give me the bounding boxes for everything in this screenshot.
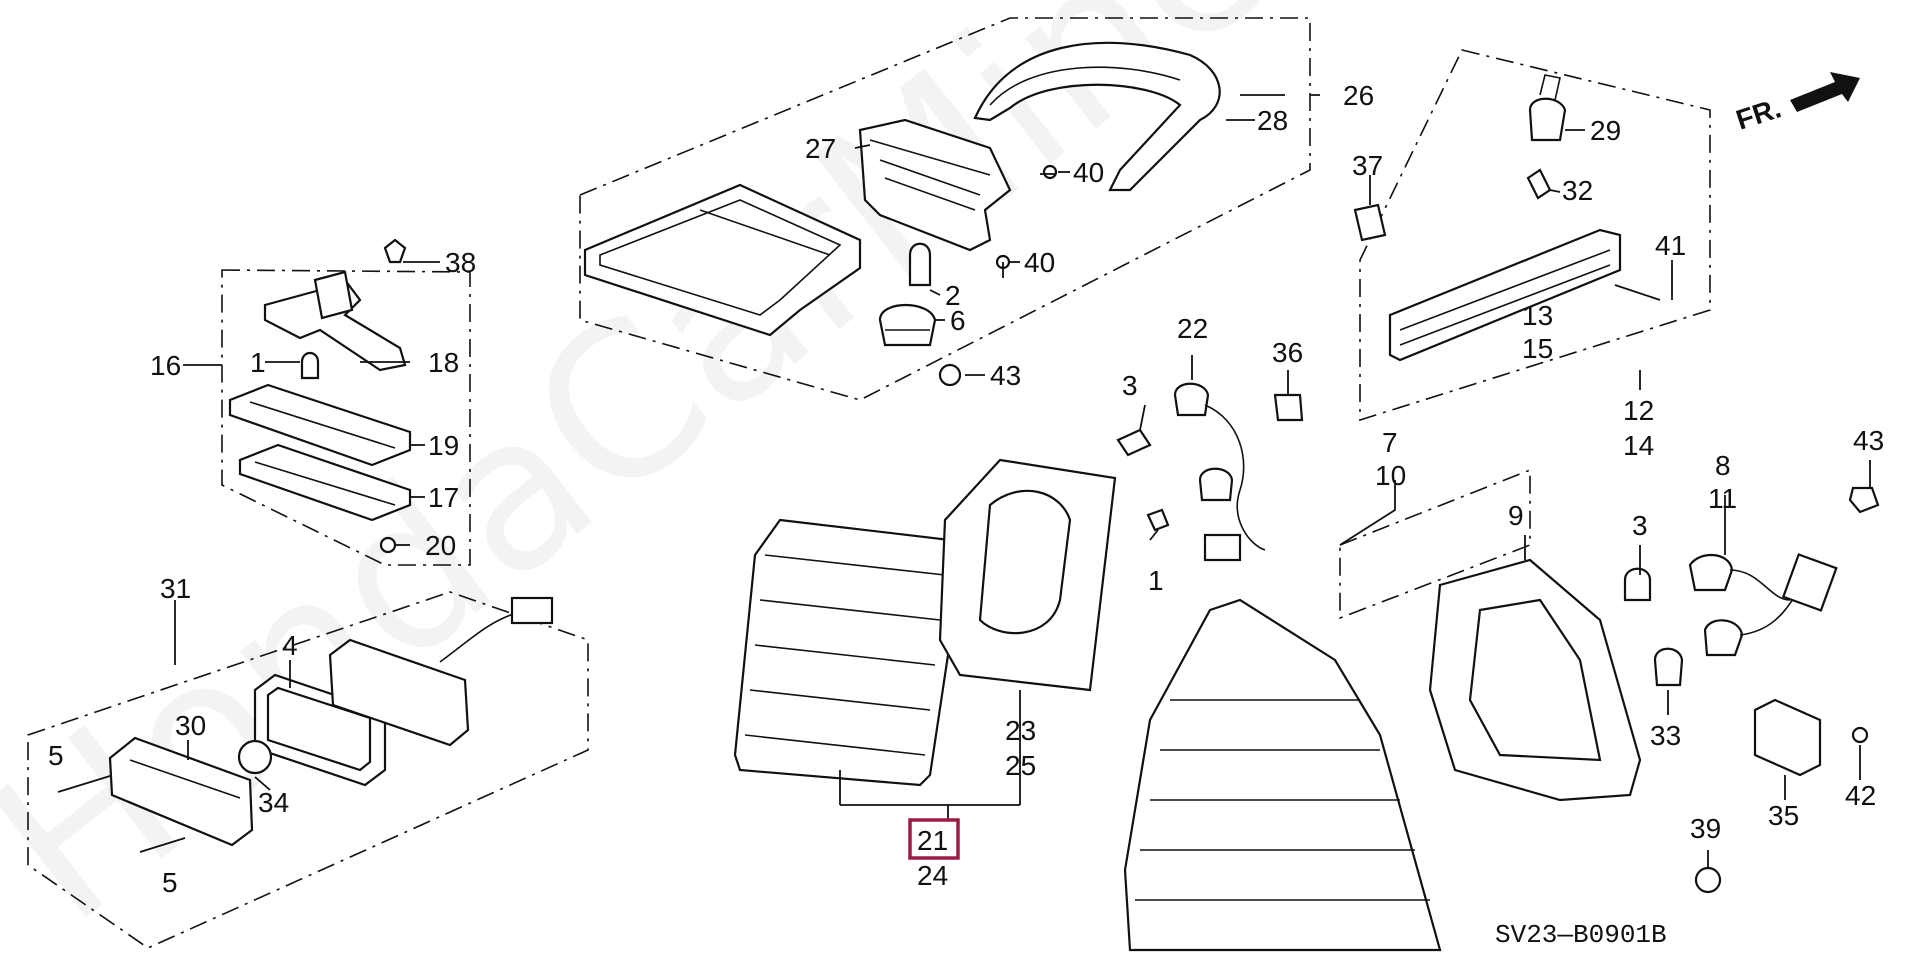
label-22[interactable]: 22 bbox=[1177, 313, 1208, 344]
screw-40a bbox=[1040, 164, 1058, 180]
bulb-3a bbox=[1116, 428, 1152, 457]
label-7[interactable]: 7 bbox=[1382, 427, 1398, 458]
group-outline-26 bbox=[579, 17, 1311, 401]
diagram-code: SV23—B0901B bbox=[1495, 920, 1667, 950]
socket-8 bbox=[1688, 553, 1838, 657]
socket-6 bbox=[878, 303, 937, 347]
label-31[interactable]: 31 bbox=[160, 573, 191, 604]
tail-light-gasket-9 bbox=[1428, 558, 1642, 802]
bulb-34 bbox=[237, 739, 273, 775]
clip-43b bbox=[1848, 486, 1880, 514]
socket-22 bbox=[1173, 382, 1266, 562]
label-10[interactable]: 10 bbox=[1375, 460, 1406, 491]
label-8[interactable]: 8 bbox=[1715, 450, 1731, 481]
label-39[interactable]: 39 bbox=[1690, 813, 1721, 844]
inner-tail-light-lens bbox=[733, 518, 962, 787]
label-40a[interactable]: 40 bbox=[1073, 157, 1104, 188]
label-32[interactable]: 32 bbox=[1562, 175, 1593, 206]
clip-36 bbox=[1273, 393, 1304, 422]
screw-41 bbox=[1614, 284, 1661, 301]
clip-39 bbox=[1694, 866, 1722, 894]
screw-40b bbox=[995, 254, 1011, 278]
label-16[interactable]: 16 bbox=[150, 350, 181, 381]
label-6[interactable]: 6 bbox=[950, 305, 966, 336]
unit-35 bbox=[1753, 698, 1822, 777]
front-direction-arrow bbox=[1790, 72, 1860, 112]
license-light-lens-19 bbox=[228, 383, 412, 467]
label-25[interactable]: 25 bbox=[1005, 750, 1036, 781]
label-20[interactable]: 20 bbox=[425, 530, 456, 561]
label-11[interactable]: 11 bbox=[1708, 483, 1737, 514]
leader-lines bbox=[174, 94, 1871, 868]
label-41[interactable]: 41 bbox=[1655, 230, 1686, 261]
clip-43a bbox=[938, 363, 962, 387]
label-14[interactable]: 14 bbox=[1623, 430, 1654, 461]
high-mount-stop-light-base bbox=[583, 183, 862, 337]
label-15[interactable]: 15 bbox=[1522, 333, 1553, 364]
label-43b[interactable]: 43 bbox=[1853, 425, 1884, 456]
label-5a[interactable]: 5 bbox=[48, 740, 64, 771]
inner-tail-gasket-23 bbox=[938, 458, 1117, 692]
label-42[interactable]: 42 bbox=[1845, 780, 1876, 811]
clip-38 bbox=[383, 238, 407, 264]
screw-5b bbox=[139, 837, 186, 853]
label-33[interactable]: 33 bbox=[1650, 720, 1681, 751]
bulb-3b bbox=[1623, 567, 1652, 602]
clip-37 bbox=[1353, 203, 1387, 242]
label-24[interactable]: 24 bbox=[917, 860, 948, 891]
part-labels: 26 28 27 40 40 2 6 43 38 16 1 18 19 17 2… bbox=[48, 80, 1884, 898]
highlight-box-21 bbox=[908, 818, 960, 860]
bulb-1b bbox=[1146, 508, 1170, 532]
label-40b[interactable]: 40 bbox=[1024, 247, 1055, 278]
screw-42 bbox=[1851, 726, 1869, 744]
label-26[interactable]: 26 bbox=[1343, 80, 1374, 111]
screw-20 bbox=[379, 536, 397, 554]
label-9[interactable]: 9 bbox=[1508, 500, 1524, 531]
label-2[interactable]: 2 bbox=[945, 280, 961, 311]
label-36[interactable]: 36 bbox=[1272, 337, 1303, 368]
side-marker-housing bbox=[328, 596, 554, 747]
label-34[interactable]: 34 bbox=[258, 787, 289, 818]
label-5b[interactable]: 5 bbox=[162, 867, 178, 898]
label-1a[interactable]: 1 bbox=[250, 347, 266, 378]
label-18[interactable]: 18 bbox=[428, 347, 459, 378]
label-28[interactable]: 28 bbox=[1257, 105, 1288, 136]
side-marker-12-lens bbox=[1388, 228, 1622, 362]
label-27[interactable]: 27 bbox=[805, 133, 836, 164]
label-23[interactable]: 23 bbox=[1005, 715, 1036, 746]
label-29[interactable]: 29 bbox=[1590, 115, 1621, 146]
label-19[interactable]: 19 bbox=[428, 430, 459, 461]
label-13[interactable]: 13 bbox=[1522, 300, 1553, 331]
tail-light-lens bbox=[1123, 598, 1442, 952]
license-light-gasket-17 bbox=[238, 443, 412, 522]
label-4[interactable]: 4 bbox=[282, 630, 298, 661]
group-outline-7 bbox=[1339, 468, 1531, 620]
label-1b[interactable]: 1 bbox=[1148, 565, 1164, 596]
bulb-2 bbox=[908, 242, 932, 287]
label-3b[interactable]: 3 bbox=[1632, 510, 1648, 541]
bulb-29-socket bbox=[1528, 74, 1567, 142]
label-21[interactable]: 21 bbox=[917, 825, 948, 856]
label-35[interactable]: 35 bbox=[1768, 800, 1799, 831]
label-17[interactable]: 17 bbox=[428, 482, 459, 513]
side-marker-lens-30 bbox=[108, 736, 254, 847]
front-direction-label: FR. bbox=[1732, 92, 1784, 135]
bulb-33 bbox=[1653, 647, 1684, 687]
label-43a[interactable]: 43 bbox=[990, 360, 1021, 391]
label-38[interactable]: 38 bbox=[445, 247, 476, 278]
label-37[interactable]: 37 bbox=[1352, 150, 1383, 181]
label-3a[interactable]: 3 bbox=[1122, 370, 1138, 401]
license-light-bracket bbox=[263, 270, 407, 372]
screw-5a bbox=[57, 775, 111, 793]
group-outline-31 bbox=[27, 591, 589, 949]
high-mount-stop-light-cover bbox=[973, 41, 1221, 192]
bulb-32 bbox=[1526, 168, 1552, 200]
bulb-1a bbox=[300, 351, 320, 380]
group-outline-16 bbox=[221, 269, 471, 566]
high-mount-stop-light-housing bbox=[858, 118, 1012, 252]
label-30[interactable]: 30 bbox=[175, 710, 206, 741]
label-12[interactable]: 12 bbox=[1623, 395, 1654, 426]
